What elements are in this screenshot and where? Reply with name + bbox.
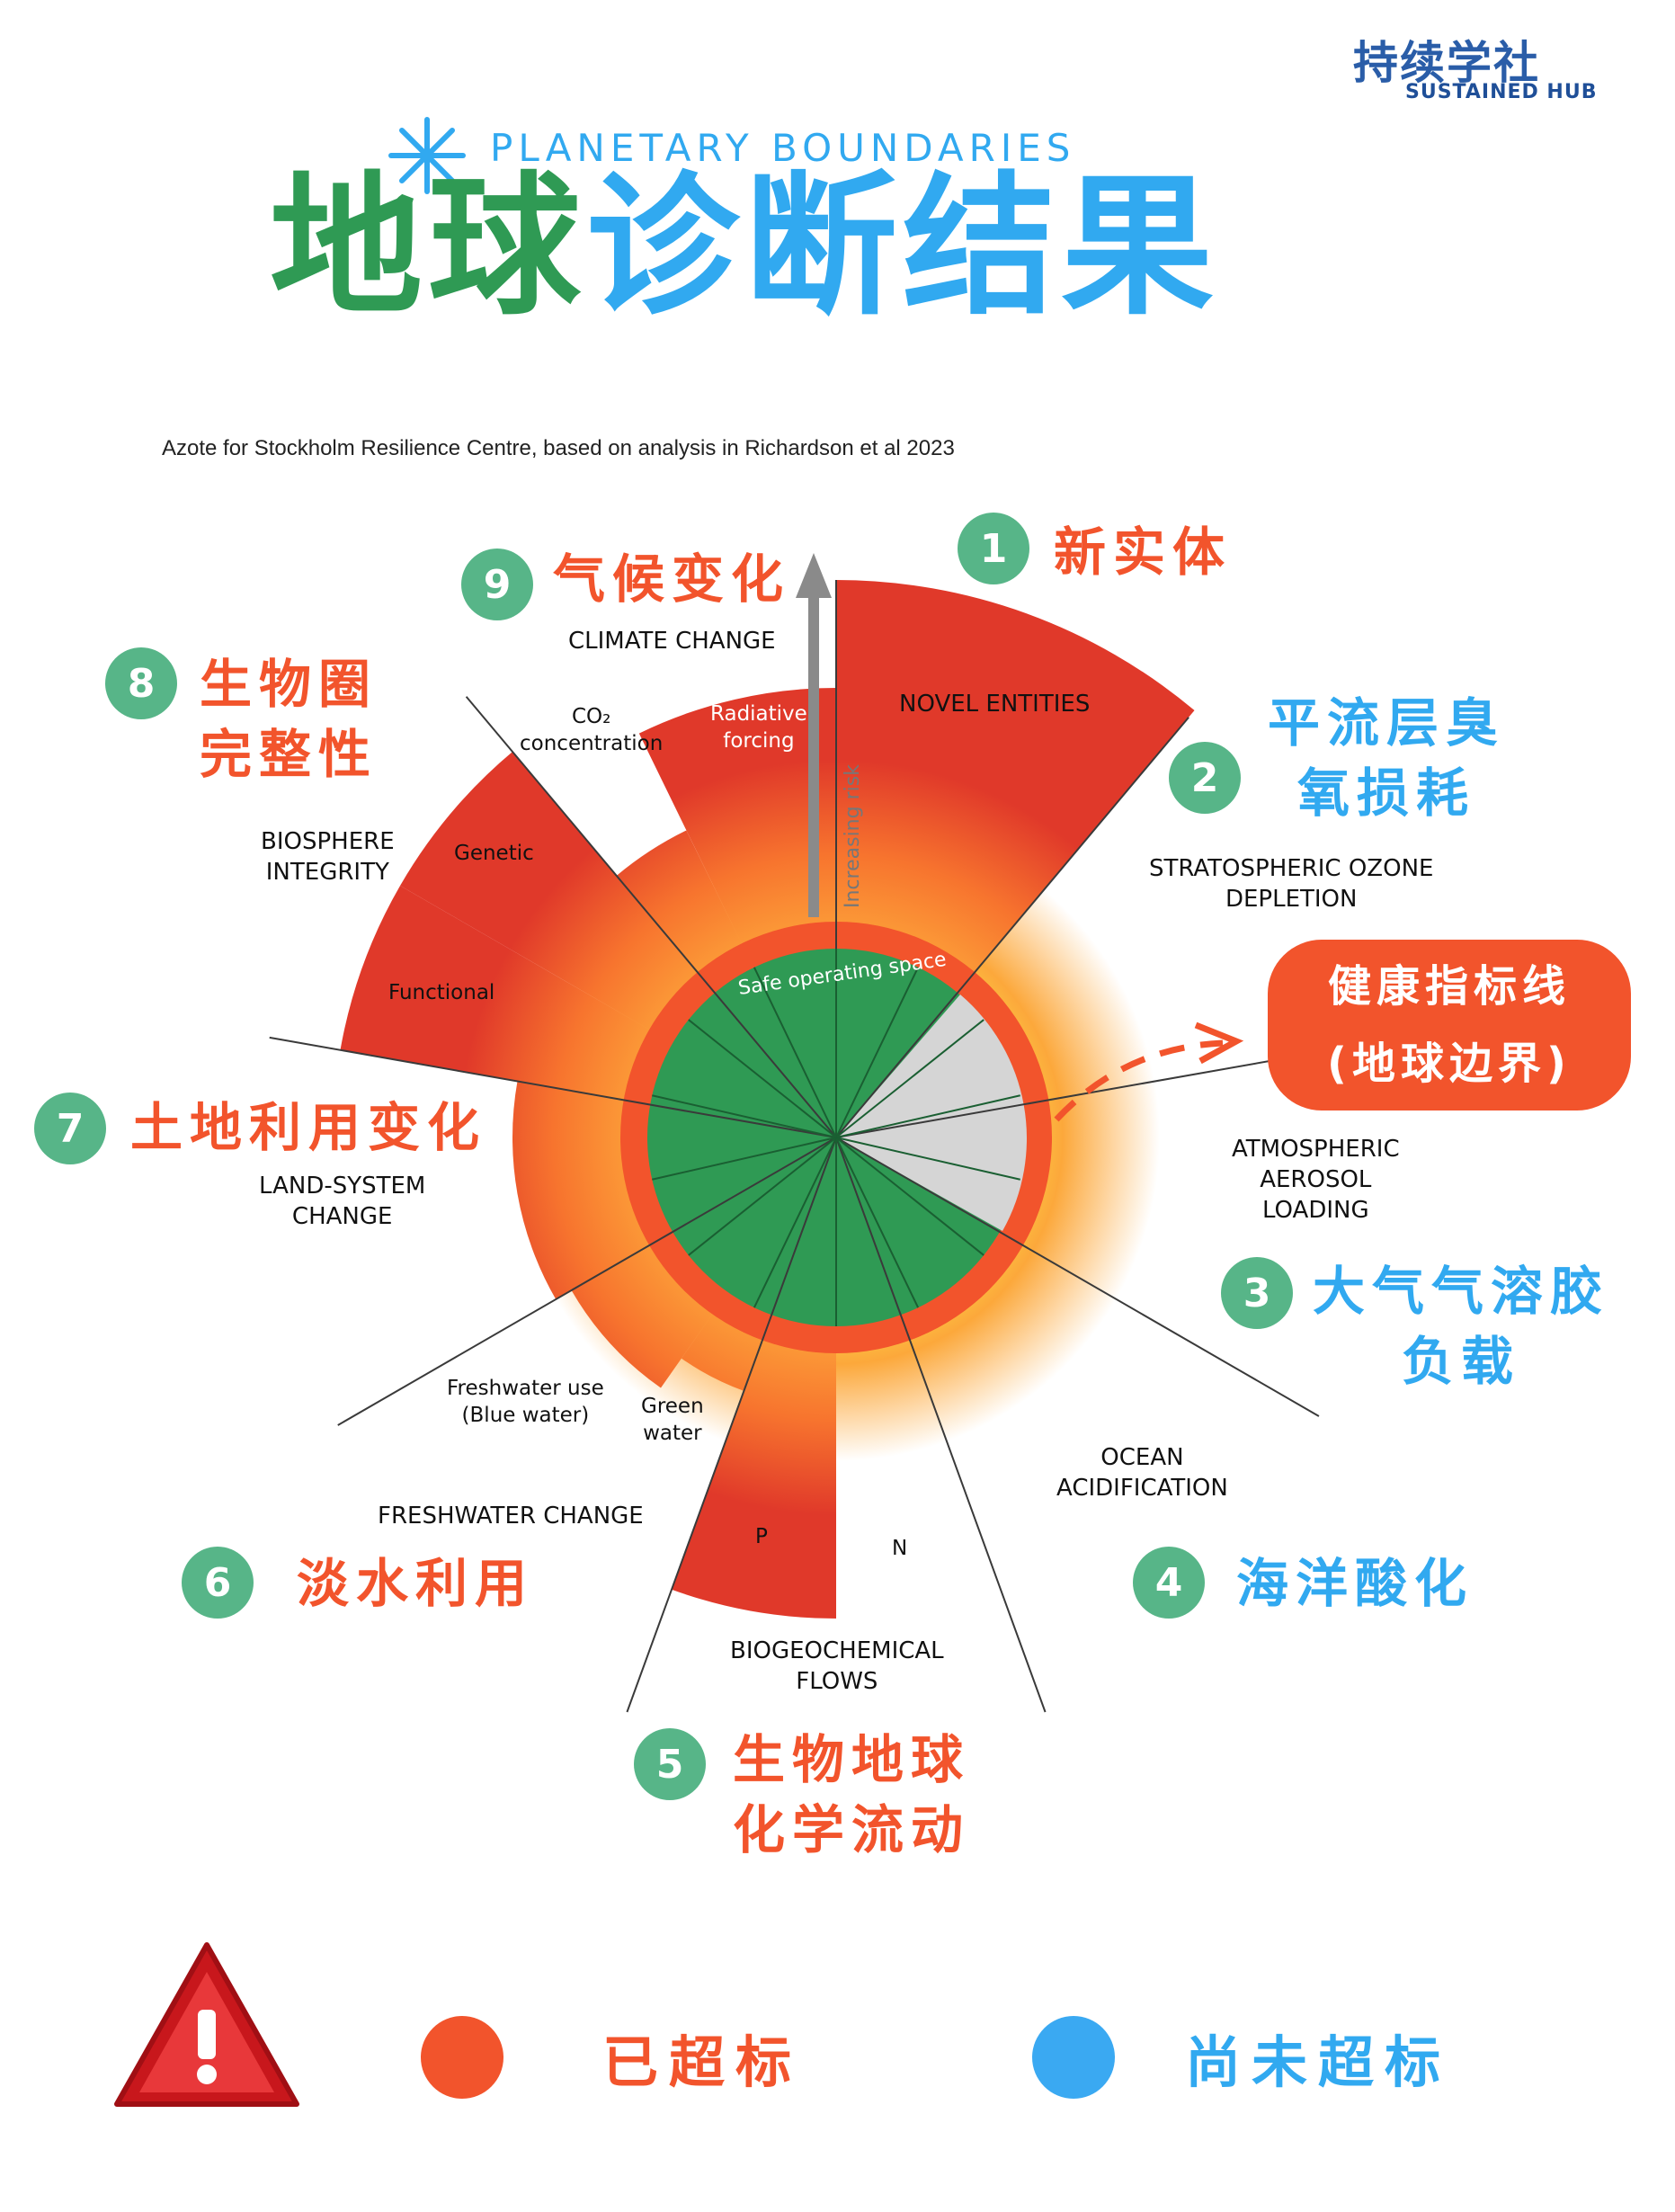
badge-2: 2 [1169,742,1241,814]
boundary-9-en: CLIMATE CHANGE [568,628,776,655]
badge-7: 7 [34,1093,106,1164]
legend-not-exceeded: 尚未超标 [1185,2029,1452,2095]
safe-space-spoke [835,967,920,1138]
title-green-part: 地球 [270,158,587,336]
boundary-1-cn: 新实体 [1054,522,1233,583]
safe-space-spoke [753,1137,837,1308]
increasing-risk-label: Increasing risk [842,764,864,908]
boundary-divider [337,1137,837,1426]
badge-1: 1 [958,513,1029,584]
safe-space-spoke [835,1019,985,1138]
boundary-6-cn: 淡水利用 [297,1553,535,1614]
genetic-label: Genetic [454,842,534,865]
credit-line: Azote for Stockholm Resilience Centre, b… [162,436,955,460]
sparkle-icon [388,117,466,194]
boundary-3-cn: 大气气溶胶负载 [1313,1261,1610,1393]
boundary-2-cn: 平流层臭氧损耗 [1268,692,1506,825]
safe-space-spoke [652,1137,837,1181]
page-title: 地球诊断结果 [270,171,1219,324]
legend-exceeded: 已超标 [602,2029,803,2095]
boundary-7-cn: 土地利用变化 [130,1097,487,1158]
boundary-divider [269,1036,837,1138]
functional-label: Functional [388,981,495,1004]
blue-water-label: Freshwater use(Blue water) [447,1377,604,1427]
arrow-head [1194,1021,1244,1065]
boundary-5-cn: 生物地球化学流动 [733,1729,971,1861]
badge-4: 4 [1133,1547,1205,1619]
safe-space-spoke [652,1094,837,1138]
title-blue-part: 诊断结果 [586,158,1220,336]
boundary-divider [626,1137,837,1713]
safe-space-spoke [688,1019,837,1138]
health-line-arrow [1054,1039,1224,1122]
safe-space-spoke [753,967,837,1138]
safe-space-spoke [835,1094,1020,1138]
boundary-divider [835,717,1189,1138]
not-exceeded-dot [1032,2016,1115,2099]
badge-3: 3 [1221,1257,1293,1329]
boundary-divider [465,696,837,1138]
warning-icon [114,1942,299,2107]
safe-space-spoke [688,1137,837,1256]
sustained-hub-logo: 持续学社 SUSTAINED HUB [1353,27,1650,108]
boundary-divider [835,1137,1320,1417]
nitrogen-label: N [892,1537,908,1560]
aerosol-grey-zone [836,995,1027,1231]
boundary-6-en: FRESHWATER CHANGE [378,1503,644,1530]
phosphorus-label: P [755,1525,768,1548]
safe-space-spoke [835,1137,985,1256]
boundary-8-cn: 生物圈完整性 [200,654,379,786]
boundary-9-cn: 气候变化 [553,549,791,610]
health-line-callout: 健康指标线 (地球边界) [1268,940,1631,1110]
boundary-4-cn: 海洋酸化 [1236,1553,1475,1614]
logo-chinese: 持续学社 [1353,37,1540,89]
arrow-head [796,553,832,598]
safe-space-spoke [835,1137,1020,1181]
boundary-divider [835,1137,1047,1713]
badge-6: 6 [182,1547,254,1619]
logo-english: SUSTAINED HUB [1405,81,1598,103]
badge-9: 9 [461,549,533,620]
safe-space-spoke [835,1137,920,1308]
exceeded-dot [421,2016,503,2099]
badge-8: 8 [105,647,177,719]
badge-5: 5 [634,1728,706,1800]
kicker-title: PLANETARY BOUNDARIES [490,126,1076,170]
boundary-1-en: NOVEL ENTITIES [899,691,1091,718]
